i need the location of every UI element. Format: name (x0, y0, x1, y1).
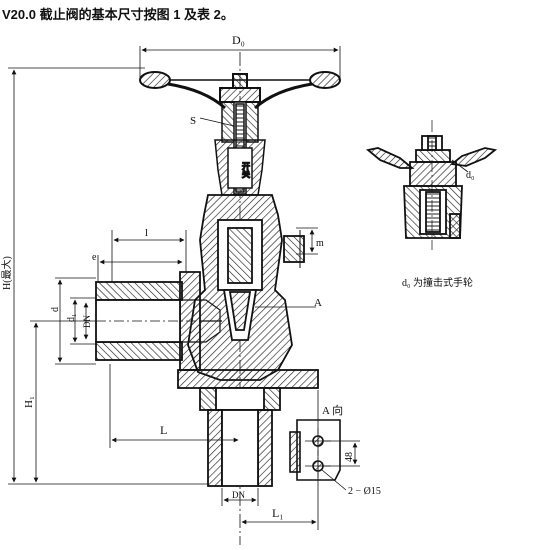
label-d1: d₁ (66, 314, 77, 323)
label-a-view: A 向 (322, 403, 343, 417)
dimension-l-e (97, 230, 187, 282)
label-m: m (316, 238, 324, 249)
label-d: d (50, 307, 61, 312)
impact-handwheel-detail (365, 135, 498, 239)
label-bolt-holes: 2 − Ø15 (348, 486, 381, 497)
yoke: 开关 (214, 101, 266, 196)
label-d0: D₀ (232, 33, 245, 47)
dimension-m: m (296, 227, 324, 255)
label-d0-note: d₀ 为撞击式手轮 (402, 276, 473, 289)
label-dn-bottom: DN (232, 490, 245, 500)
label-a: A (314, 297, 322, 309)
dimension-l1 (241, 390, 319, 530)
label-d0-detail: d₀ (466, 170, 475, 181)
label-h1: H₁ (23, 396, 35, 408)
dimension-d0: D₀ (139, 33, 341, 80)
label-l-large: L (160, 423, 167, 437)
bottom-outlet (207, 409, 273, 487)
label-e: e (92, 252, 97, 263)
valve-body (187, 194, 305, 381)
label-l1: L₁ (272, 506, 284, 520)
dimension-heights (8, 67, 208, 485)
label-h-max: H(最大) (0, 256, 13, 290)
label-open-close: 开关 (242, 162, 251, 179)
dimension-48 (324, 440, 360, 467)
dimension-l-large (109, 364, 239, 448)
mounting-flange (177, 369, 319, 411)
label-s: S (190, 115, 196, 127)
label-48: 48 (344, 452, 355, 462)
label-l: l (145, 227, 148, 239)
a-view-detail (289, 419, 341, 481)
dimension-dn-bottom (221, 488, 259, 506)
figure-caption: V20.0 截止阀的基本尺寸按图 1 及表 2。 (2, 7, 234, 22)
